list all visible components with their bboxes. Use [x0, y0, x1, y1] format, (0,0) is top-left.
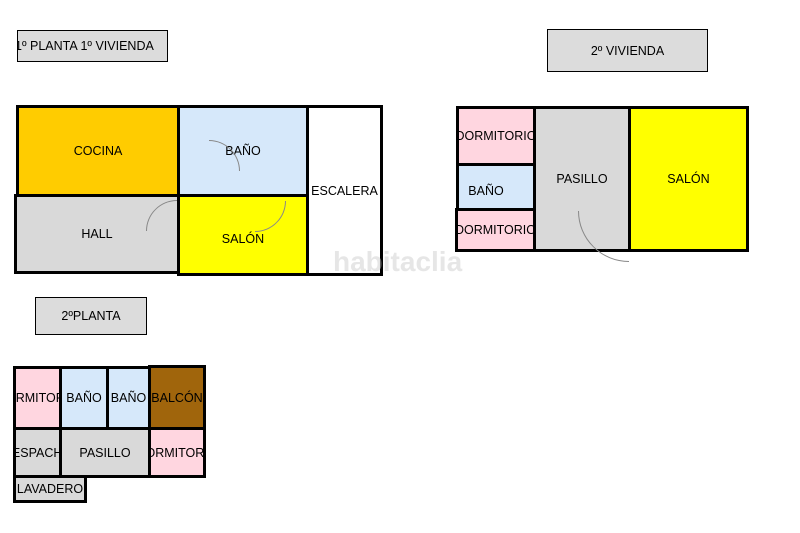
room-salon: SALÓN — [628, 106, 749, 252]
title-planta1-label: 1º PLANTA 1º VIVIENDA — [17, 39, 154, 53]
room-pasillo: PASILLO — [59, 427, 151, 478]
room-despacho: DESPACHO — [13, 427, 62, 478]
room-bano-2: BAÑO — [106, 366, 151, 430]
room-bano-1: BAÑO — [59, 366, 109, 430]
title-planta2: 2ºPLANTA — [35, 297, 147, 335]
room-dormitorio-1: DORMITORIO — [13, 366, 62, 430]
room-dormitorio-2: DORMITORIO — [455, 208, 536, 252]
room-hall: HALL — [14, 194, 180, 274]
room-dormitorio-2: DORMITORIO — [148, 427, 206, 478]
room-bano: BAÑO — [456, 163, 536, 211]
title-planta1: 1º PLANTA 1º VIVIENDA — [17, 30, 168, 62]
room-escalera: ESCALERA — [306, 105, 383, 276]
room-cocina: COCINA — [16, 105, 180, 197]
room-balcon: BALCÓN — [148, 365, 206, 430]
title-vivienda2: 2º VIVIENDA — [547, 29, 708, 72]
watermark: habitaclia — [333, 246, 463, 277]
room-bano: BAÑO — [177, 105, 309, 197]
room-pasillo: PASILLO — [533, 106, 631, 252]
room-salon: SALÓN — [177, 194, 309, 276]
room-dormitorio-1: DORMITORIO — [456, 106, 536, 166]
room-lavadero: LAVADERO — [13, 475, 87, 503]
